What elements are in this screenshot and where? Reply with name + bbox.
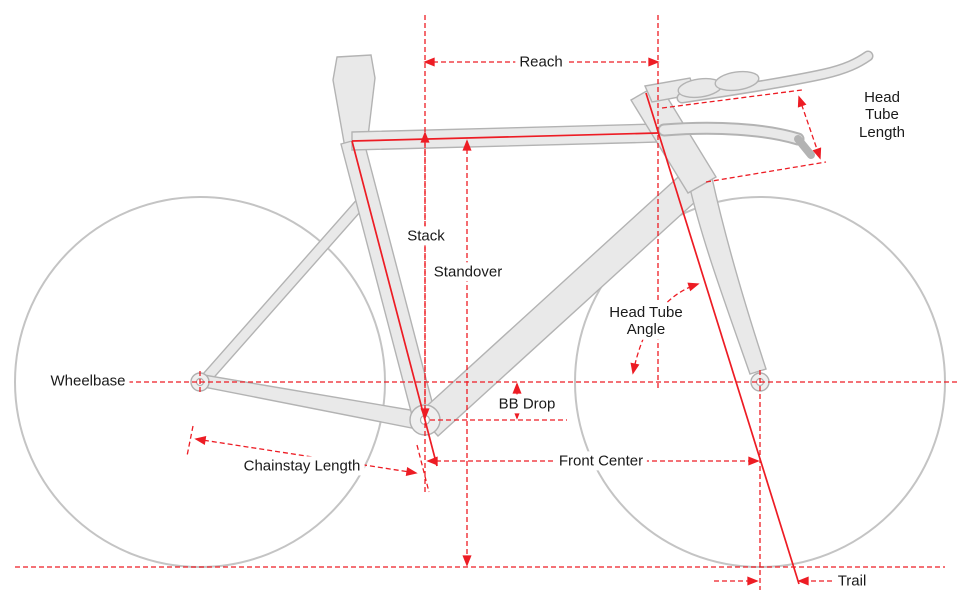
fork	[689, 177, 767, 375]
label-standover: Standover	[429, 262, 507, 282]
label-front-center: Front Center	[554, 451, 648, 471]
construction-lines	[15, 15, 958, 590]
aerobar-extensions-face	[678, 52, 872, 102]
aerobar-basebar-face	[659, 123, 803, 144]
label-head-tube-length: Head Tube Length	[842, 88, 922, 142]
label-bb-drop: BB Drop	[494, 394, 560, 414]
head-tube-length-dimension	[797, 95, 822, 160]
label-trail: Trail	[833, 571, 871, 591]
bike-frame-illustration	[190, 50, 874, 437]
head-tube-angle-arc	[630, 282, 700, 375]
armrest-pad-right	[714, 70, 760, 92]
label-reach: Reach	[515, 52, 567, 72]
head-tube-bottom-extension	[705, 161, 827, 183]
effective-top-tube-line	[351, 132, 659, 142]
geometry-axis-lines	[351, 92, 800, 585]
chainstay-length-dimension	[194, 435, 418, 477]
chainstay-end-tick	[186, 425, 194, 457]
bb-extension-tick	[416, 444, 430, 493]
label-chainstay-length: Chainstay Length	[239, 456, 365, 476]
label-wheelbase: Wheelbase	[46, 371, 130, 391]
label-stack: Stack	[403, 226, 449, 246]
steering-axis-line	[645, 92, 800, 585]
seat-stay	[202, 187, 378, 385]
chain-stay	[203, 374, 423, 431]
label-head-tube-angle: Head Tube Angle	[605, 302, 687, 340]
brake-lever	[794, 135, 815, 159]
